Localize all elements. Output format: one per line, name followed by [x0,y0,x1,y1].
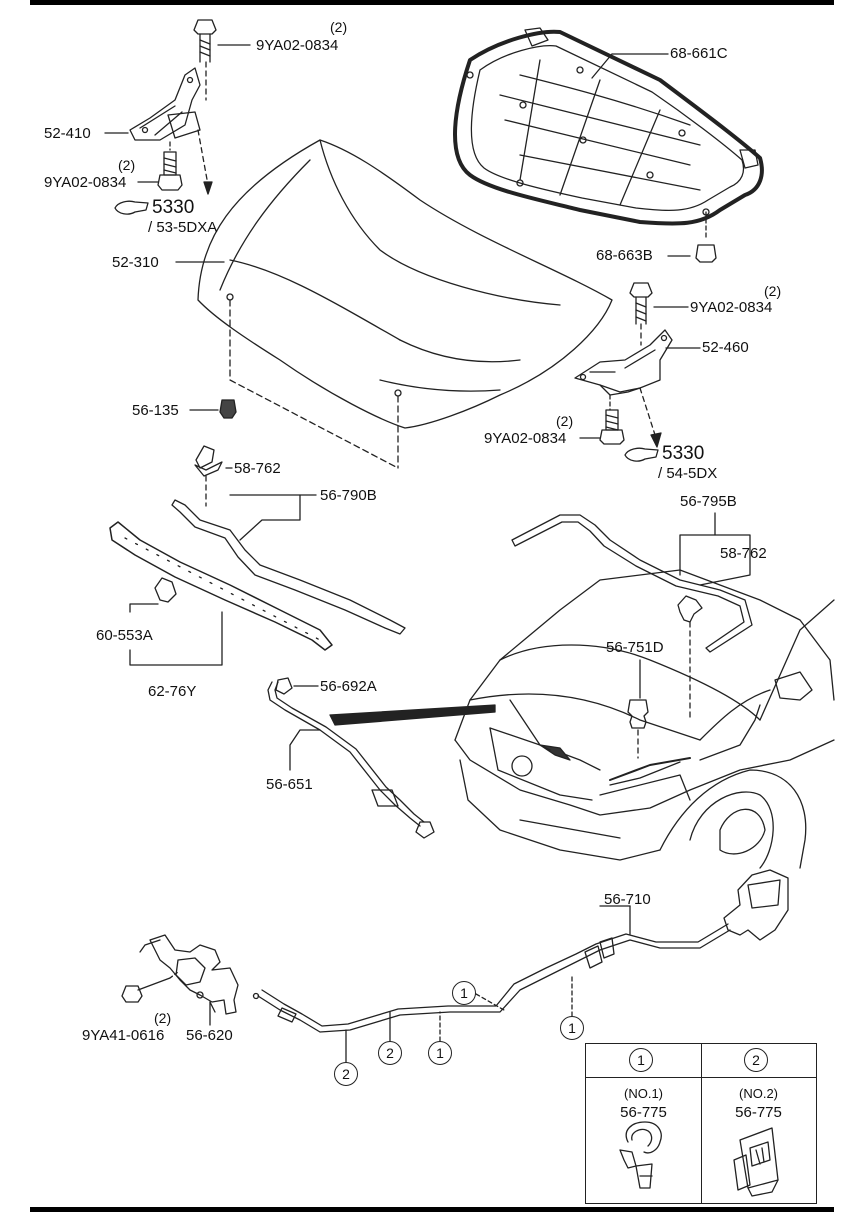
clip-no2-icon [733,1127,779,1197]
bolt-top-left-qty: (2) [330,19,348,35]
callout-clip-2: 2 [378,1041,402,1065]
bolt-left-lower-label: 9YA02-0834 [44,174,127,191]
bolt-right-upper-label: 9YA02-0834 [690,299,773,316]
bumper-stop-label: 56-751D [606,639,664,656]
legend-header-1: 1 [586,1044,701,1078]
hood-insulator-label: 68-661C [670,45,728,62]
hood-insulator-drawing [453,27,764,226]
legend-id-1: 1 [629,1048,653,1072]
legend-column-2: 2 (NO.2) 56-775 [701,1044,816,1203]
callout-clip-1: 1 [560,1016,584,1040]
hinge-left-label: 52-410 [44,125,91,142]
stay-clip-label: 56-692A [320,678,377,695]
clip-68-663b-label: 68-663B [596,247,653,264]
legend-part-2: 56-775 [735,1104,782,1121]
ref-right-number: 5330 [662,443,705,464]
bolt-left-lower-qty: (2) [118,157,136,173]
legend-no-1: (NO.1) [624,1086,663,1101]
seal-62-label: 62-76Y [148,683,197,700]
callout-clip-1: 1 [452,981,476,1005]
bolt-right-upper-qty: (2) [764,283,782,299]
clip-no1-icon [619,1121,662,1189]
clip-right-label: 58-762 [720,545,767,562]
ref-left-sub: / 53-5DXA [148,219,218,236]
bolt-top-left-label: 9YA02-0834 [256,37,339,54]
ref-left-number: 5330 [152,197,195,218]
hood-drawing [197,139,613,429]
bottom-rule [30,1207,834,1212]
hood-label: 52-310 [112,254,159,271]
callout-clip-2: 2 [334,1062,358,1086]
legend-header-2: 2 [701,1044,816,1078]
vehicle-drawing [454,569,835,869]
bolt-right-lower-label: 9YA02-0834 [484,430,567,447]
latch-label: 56-620 [186,1027,233,1044]
top-rule [30,0,834,5]
clip-legend-table: 1 (NO.1) 56-775 2 (NO.2) 56-775 [585,1043,817,1204]
legend-no-2: (NO.2) [739,1086,778,1101]
seal-front-label: 56-790B [320,487,377,504]
cushion-label: 56-135 [132,402,179,419]
legend-id-2: 2 [744,1048,768,1072]
bolt-latch-qty: (2) [154,1010,172,1026]
clip-left-label: 58-762 [234,460,281,477]
seal-rear-label: 56-795B [680,493,737,510]
stay-label: 56-651 [266,776,313,793]
clip-60-label: 60-553A [96,627,153,644]
callout-clip-1: 1 [428,1041,452,1065]
hinge-right-label: 52-460 [702,339,749,356]
bolt-latch-label: 9YA41-0616 [82,1027,165,1044]
legend-part-1: 56-775 [620,1104,667,1121]
release-cable-label: 56-710 [604,891,651,908]
latch-drawing [139,934,239,1015]
ref-right-sub: / 54-5DX [658,465,718,482]
bolt-right-lower-qty: (2) [556,413,574,429]
legend-column-1: 1 (NO.1) 56-775 [586,1044,702,1203]
